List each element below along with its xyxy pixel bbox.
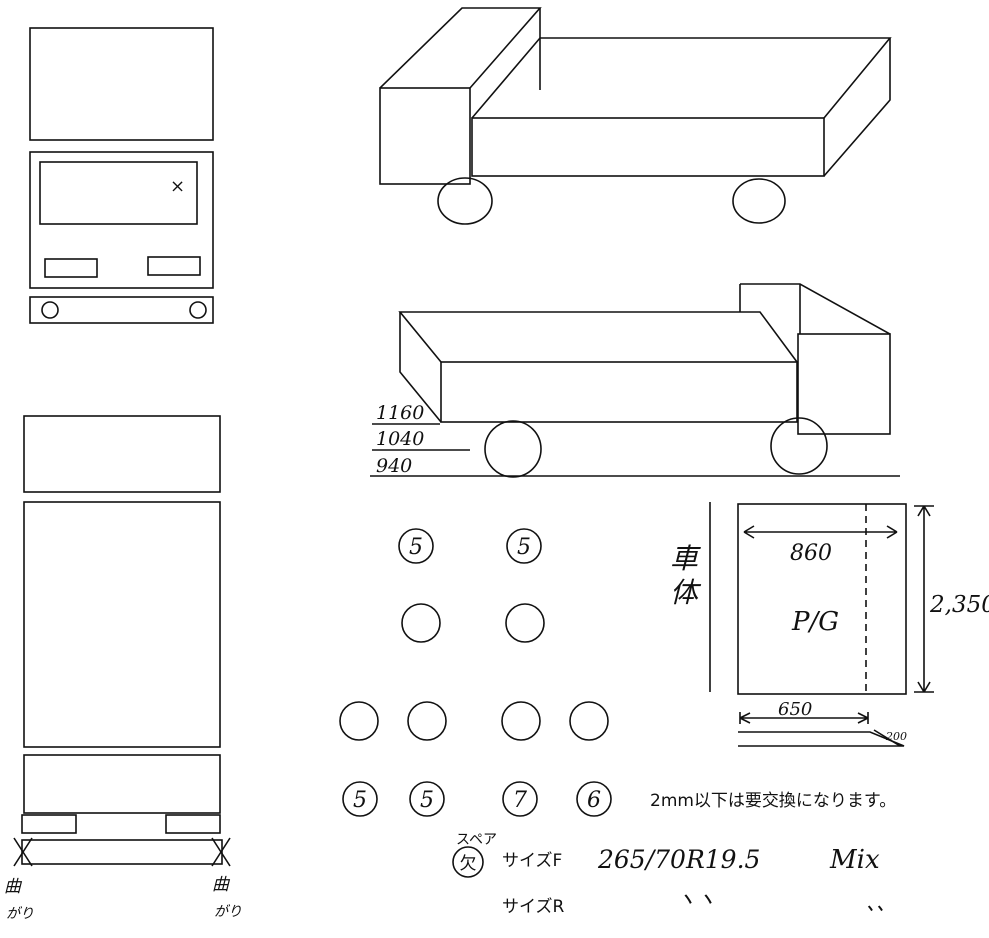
panel-outline: [737, 503, 907, 695]
rear-right-note-1: 曲: [212, 875, 231, 895]
front-bumper: [29, 296, 214, 324]
rear-bumper: [21, 839, 223, 865]
size-front-label: サイズF: [502, 851, 562, 871]
right-damage-mark: [211, 837, 231, 867]
iso-cab-front: [379, 87, 471, 185]
right-headlight: [147, 256, 201, 276]
bottom-dimension: 650: [778, 699, 812, 720]
height-arrow: [914, 505, 934, 693]
side-cargo-front: [440, 361, 798, 423]
windshield: [39, 161, 198, 225]
spare-mark: 欠: [460, 854, 477, 874]
iso-rear-wheel: [732, 178, 786, 224]
side-truck: [370, 283, 900, 478]
rear-right-lamp: [165, 814, 221, 834]
rear-cab: [23, 415, 221, 493]
size-rear-label: サイズR: [502, 897, 564, 917]
cargo-bed: [23, 501, 221, 748]
size-rear-value: ヽヽ: [676, 887, 716, 911]
spare-label: スペア: [456, 832, 497, 848]
tire-layout: [339, 528, 612, 878]
bottom-slab: [738, 731, 905, 747]
tire-rear-inner-right: [501, 701, 541, 741]
rear-left-lamp: [21, 814, 77, 834]
width-arrow: [743, 525, 898, 539]
front-cab-roof: [29, 27, 214, 141]
rear-left-note-1: 曲: [4, 877, 23, 897]
body-panel: [709, 502, 934, 747]
tire-rear-outer-right: [569, 701, 609, 741]
slope-line: [873, 729, 901, 747]
iso-truck-top: [379, 7, 892, 225]
panel-center-text: P/G: [791, 607, 839, 637]
side-front-wheel: [484, 420, 542, 478]
left-damage-mark: [13, 837, 33, 867]
rear-view: [13, 415, 231, 867]
size-front-value: 265/70R19.5: [597, 845, 760, 874]
side-rear-wheel: [770, 417, 828, 475]
tire-rear-outer-right-label: [576, 781, 612, 817]
height-1040: 1040: [376, 428, 424, 450]
iso-front-wheel: [437, 177, 493, 225]
front-left-wheel: [41, 301, 59, 319]
height-dimension: 2,350: [929, 592, 989, 618]
tire-label-front-right: 5: [517, 535, 531, 560]
tire-rear-inner-left-label: [409, 781, 445, 817]
tire-label-rear-outer-left: 5: [353, 788, 367, 813]
tire-label-rear-inner-right: 7: [513, 788, 527, 813]
side-cab: [797, 333, 891, 435]
spare-mark-circle: [452, 846, 484, 878]
tire-front-right: [505, 603, 545, 643]
rear-gate: [23, 754, 221, 814]
tire-label-front-left: 5: [409, 535, 423, 560]
iso-cargo-side: [471, 117, 825, 177]
front-view-mark: ×: [170, 176, 185, 197]
tire-rear-outer-left: [339, 701, 379, 741]
rear-left-note-2: がり: [6, 906, 34, 922]
front-right-wheel: [189, 301, 207, 319]
tire-rear-inner-left: [407, 701, 447, 741]
left-headlight: [44, 258, 98, 278]
size-front-mix: Mix: [829, 845, 880, 875]
height-940: 940: [376, 455, 412, 477]
tire-rear-outer-left-label: [342, 781, 378, 817]
tire-rear-inner-right-label: [502, 781, 538, 817]
height-1160: 1160: [376, 402, 424, 424]
body-label-2: 体: [670, 576, 702, 609]
tire-label-rear-outer-right: 6: [587, 788, 601, 813]
front-view: [29, 27, 214, 324]
slope-dimension: 200: [885, 730, 907, 743]
size-rear-mix: 、、: [866, 891, 896, 915]
rear-right-note-2: がり: [214, 904, 242, 920]
tire-front-left: [401, 603, 441, 643]
body-label-1: 車: [670, 542, 701, 575]
width-dimension: 860: [790, 541, 832, 566]
replacement-note: 2mm以下は要交換になります。: [650, 791, 896, 811]
tire-front-left-label: [398, 528, 434, 564]
tire-label-rear-inner-left: 5: [420, 788, 434, 813]
bottom-arrow: [739, 712, 869, 724]
tire-front-right-label: [506, 528, 542, 564]
front-cab-face: [29, 151, 214, 289]
